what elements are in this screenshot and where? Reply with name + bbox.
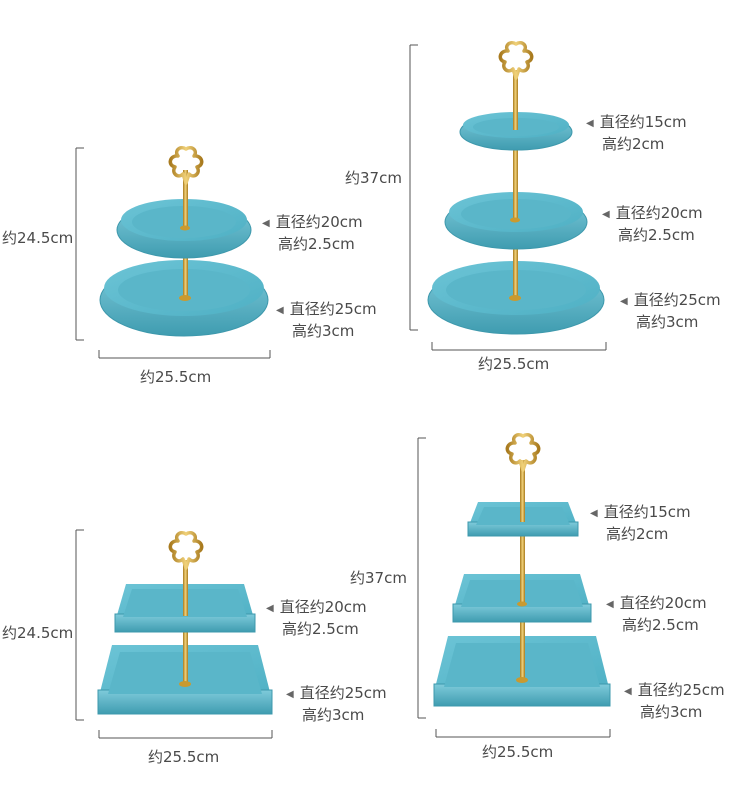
tier-label-bottom: ◀直径约25cm 高约3cm — [286, 684, 387, 724]
tier-label-top: ◀直径约15cm 高约2cm — [586, 113, 687, 153]
height-label: 约24.5cm — [2, 229, 74, 247]
width-label: 约25.5cm — [482, 743, 554, 761]
tier-label-middle: ◀直径约20cm 高约2.5cm — [602, 204, 703, 244]
gold-handle-icon — [168, 145, 204, 185]
pointer-arrow-icon: ◀ — [276, 305, 284, 316]
stand-3-tier-square — [417, 432, 611, 738]
width-label: 约25.5cm — [140, 368, 212, 386]
pointer-arrow-icon: ◀ — [266, 603, 274, 614]
stand-2-tier-square — [75, 529, 273, 739]
pointer-arrow-icon: ◀ — [624, 686, 632, 697]
height-label: 约37cm — [350, 569, 407, 587]
gold-handle-icon — [168, 530, 204, 570]
pointer-arrow-icon: ◀ — [620, 296, 628, 307]
height-label: 约24.5cm — [2, 624, 74, 642]
width-label: 约25.5cm — [148, 748, 220, 766]
pointer-arrow-icon: ◀ — [286, 689, 294, 700]
tier-label-bottom: ◀直径约25cm 高约3cm — [624, 681, 725, 721]
pointer-arrow-icon: ◀ — [602, 209, 610, 220]
pointer-arrow-icon: ◀ — [586, 118, 594, 129]
height-label: 约37cm — [345, 169, 402, 187]
stand-2-tier-round — [75, 145, 271, 359]
square-plate-medium — [452, 574, 592, 623]
gold-handle-icon — [498, 40, 534, 80]
pointer-arrow-icon: ◀ — [590, 508, 598, 519]
tier-label-bottom: ◀直径约25cm 高约3cm — [276, 300, 377, 340]
tier-label-top: ◀直径约20cm 高约2.5cm — [266, 598, 367, 638]
tier-label-bottom: ◀直径约25cm 高约3cm — [620, 291, 721, 331]
pointer-arrow-icon: ◀ — [606, 599, 614, 610]
tier-label-middle: ◀直径约20cm 高约2.5cm — [606, 594, 707, 634]
gold-handle-icon — [505, 432, 541, 472]
tier-label-top: ◀直径约20cm 高约2.5cm — [262, 213, 363, 253]
pointer-arrow-icon: ◀ — [262, 218, 270, 229]
stand-3-tier-round — [409, 40, 607, 351]
width-label: 约25.5cm — [478, 355, 550, 373]
tier-label-top: ◀直径约15cm 高约2cm — [590, 503, 691, 543]
